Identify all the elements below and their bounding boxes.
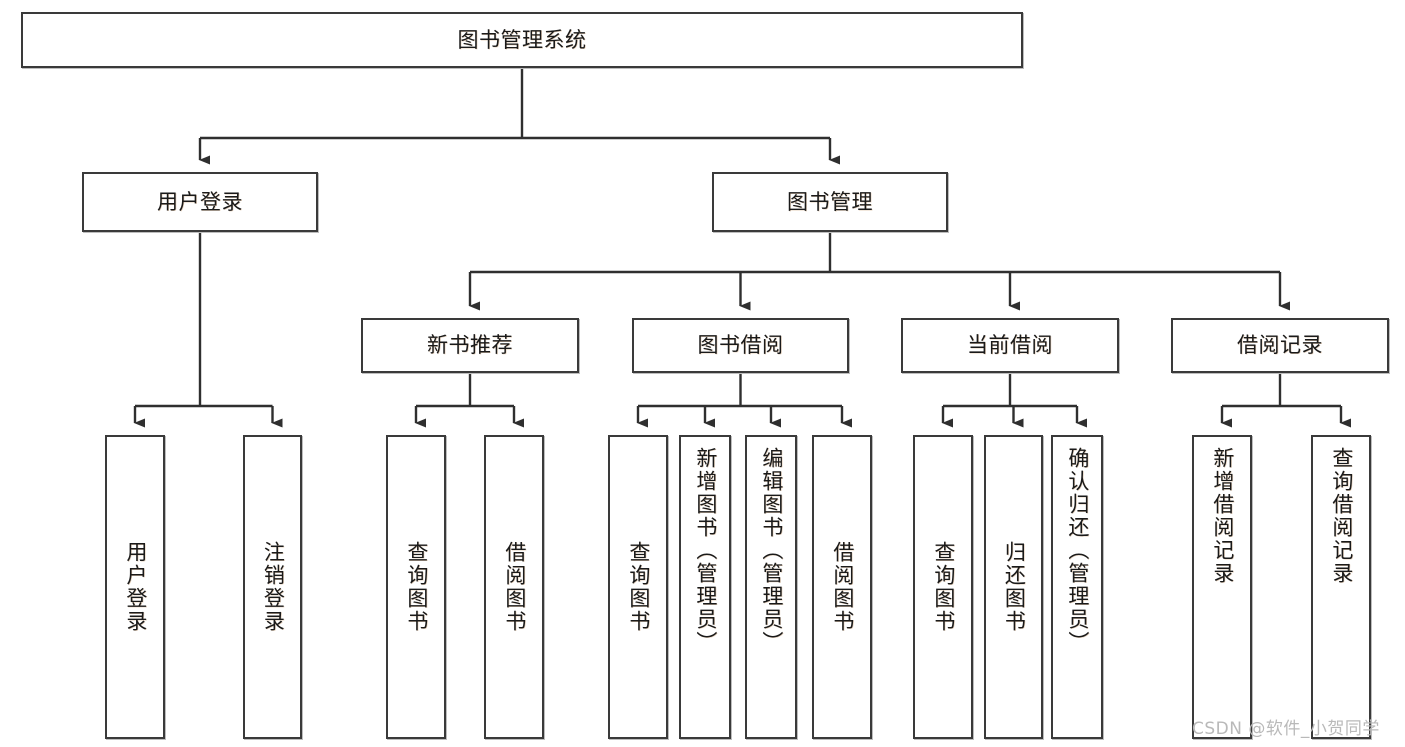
node-leaf-user-login[interactable]: 用户登录 [105, 435, 165, 739]
node-leaf-edit-book-label: 编辑图书（管理员） [759, 447, 784, 654]
node-leaf-logout-label: 注销登录 [261, 541, 286, 633]
node-root-label: 图书管理系统 [457, 27, 587, 52]
node-current-borrow[interactable]: 当前借阅 [901, 318, 1119, 373]
node-leaf-add-record-label: 新增借阅记录 [1210, 447, 1235, 585]
node-leaf-confirm-return-label: 确认归还（管理员） [1065, 447, 1090, 654]
node-leaf-user-login-label: 用户登录 [123, 541, 148, 633]
node-leaf-confirm-return[interactable]: 确认归还（管理员） [1051, 435, 1103, 739]
node-leaf-query-record-label: 查询借阅记录 [1329, 447, 1354, 585]
node-leaf-query-book-3-label: 查询图书 [931, 541, 956, 633]
node-leaf-add-record[interactable]: 新增借阅记录 [1192, 435, 1252, 739]
node-leaf-return-book-label: 归还图书 [1002, 541, 1027, 633]
node-borrow-record-label: 借阅记录 [1237, 333, 1323, 358]
node-leaf-add-book-label: 新增图书（管理员） [693, 447, 718, 654]
node-leaf-query-book-2-label: 查询图书 [626, 541, 651, 633]
node-book-manage-label: 图书管理 [787, 189, 873, 214]
node-leaf-query-record[interactable]: 查询借阅记录 [1311, 435, 1371, 739]
node-user-login-label: 用户登录 [157, 189, 243, 214]
node-root[interactable]: 图书管理系统 [21, 12, 1023, 68]
node-new-book-rec-label: 新书推荐 [427, 333, 513, 358]
node-leaf-add-book[interactable]: 新增图书（管理员） [679, 435, 731, 739]
node-leaf-query-book-3[interactable]: 查询图书 [913, 435, 973, 739]
node-borrow-record[interactable]: 借阅记录 [1171, 318, 1389, 373]
node-leaf-edit-book[interactable]: 编辑图书（管理员） [745, 435, 797, 739]
node-leaf-borrow-book-2[interactable]: 借阅图书 [812, 435, 872, 739]
node-leaf-borrow-book-1[interactable]: 借阅图书 [484, 435, 544, 739]
node-book-borrow[interactable]: 图书借阅 [632, 318, 849, 373]
node-leaf-return-book[interactable]: 归还图书 [984, 435, 1043, 739]
node-book-borrow-label: 图书借阅 [697, 333, 784, 358]
node-leaf-query-book-1[interactable]: 查询图书 [386, 435, 446, 739]
node-user-login[interactable]: 用户登录 [82, 172, 318, 232]
node-new-book-rec[interactable]: 新书推荐 [361, 318, 579, 373]
node-book-manage[interactable]: 图书管理 [712, 172, 948, 232]
node-leaf-query-book-2[interactable]: 查询图书 [608, 435, 668, 739]
csdn-watermark: CSDN @软件_小贺同学 [1192, 719, 1380, 739]
node-leaf-logout[interactable]: 注销登录 [243, 435, 302, 739]
node-leaf-query-book-1-label: 查询图书 [404, 541, 429, 633]
node-current-borrow-label: 当前借阅 [967, 333, 1053, 358]
node-leaf-borrow-book-1-label: 借阅图书 [502, 541, 527, 633]
node-leaf-borrow-book-2-label: 借阅图书 [830, 541, 855, 633]
